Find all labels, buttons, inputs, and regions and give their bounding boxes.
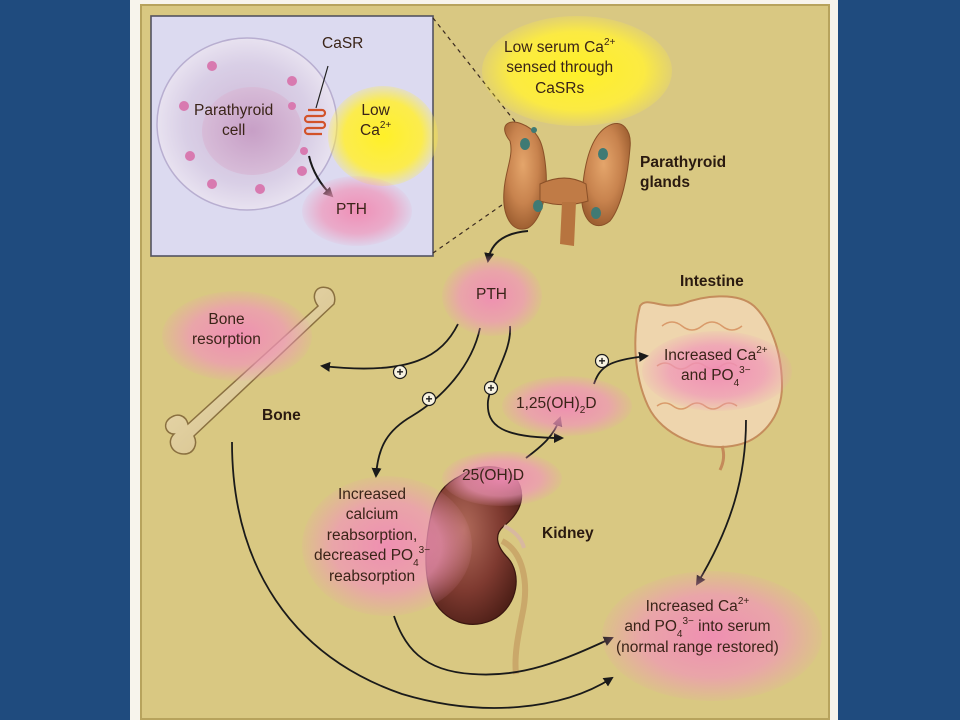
kidney-to-serum-arrow (393, 615, 614, 676)
glands-line2: glands (640, 174, 690, 192)
cell-nucleus (202, 87, 302, 175)
center-pth-label: PTH (476, 286, 507, 303)
bone-resorption-label: Bone resorption (192, 310, 261, 351)
sensed-line2: sensed through (506, 59, 614, 77)
pth-to-kidney-arrow (371, 327, 481, 478)
diagram-panel: + + + + CaSR Parathyroid cell Low Ca2+ P… (140, 4, 830, 720)
sensed-label: Low serum Ca2+ sensed through CaSRs (504, 37, 616, 99)
casr-receptor-icon (303, 108, 327, 136)
parathyroid-cell-label: Parathyroid cell (194, 101, 273, 142)
vitd-active-sub: 2 (579, 405, 586, 417)
sensed-glow (482, 16, 672, 126)
intestine-effect-glow (642, 331, 792, 411)
center-pth-glow (442, 256, 542, 336)
plus-circle-kidney (421, 391, 437, 407)
intestine-effect-line2: and PO43− (681, 365, 751, 389)
kidney-label: Kidney (542, 525, 594, 542)
intestine-to-serum-arrow (695, 419, 747, 586)
kidney-effect-line3: reabsorption, (326, 526, 418, 544)
bone-resorption-glow (162, 291, 312, 381)
intestine-effect-label: Increased Ca2+ and PO43− (664, 345, 768, 389)
inset-pth-glow (302, 176, 412, 246)
low-ca-line1: Low (361, 102, 390, 119)
serum-line1: Increased Ca2+ (645, 596, 750, 615)
bone-to-serum-arrow (231, 441, 614, 709)
plus-circle-intestine (594, 353, 610, 369)
bone-label: Bone (262, 407, 301, 424)
vitd-active-label: 1,25(OH)2D (516, 395, 597, 417)
pth-to-bone-arrow (320, 323, 459, 372)
intestine-effect-line1: Increased Ca2+ (664, 345, 768, 364)
vitd-active-glow (502, 376, 632, 436)
serum-line2-sup: 3− (682, 616, 694, 628)
kidney-effect-line5: reabsorption (328, 567, 416, 585)
plus-sign-kidney: + (425, 392, 432, 406)
glands-line1: Parathyroid (640, 154, 727, 171)
intestine-effect-line2-sub: 4 (733, 377, 740, 389)
casr-pointer (315, 65, 329, 109)
sensed-line1-sup: 2+ (603, 37, 616, 48)
plus-markers: + + + + (392, 353, 610, 407)
plus-circle-vitd (483, 380, 499, 396)
bone-resorption-line1: Bone (208, 311, 245, 328)
serum-line1-sup: 2+ (737, 596, 750, 607)
serum-line2: and PO43− into serum (624, 616, 771, 640)
low-ca-line2: Ca2+ (360, 120, 392, 140)
kidney-effect-label: Increased calcium reabsorption, decrease… (314, 485, 430, 587)
kidney-effect-line1: Increased (337, 486, 407, 503)
plus-circle-bone (392, 364, 408, 380)
sensed-line3: CaSRs (535, 79, 585, 97)
cell-label-line2: cell (222, 122, 246, 140)
low-ca-glow (328, 86, 438, 186)
kidney-effect-line4: decreased PO43− (314, 545, 431, 569)
kidney-effect-line4-sub: 4 (413, 557, 419, 569)
low-ca-sup: 2+ (379, 120, 392, 132)
casr-label: CaSR (322, 35, 364, 52)
serum-effect-label: Increased Ca2+ and PO43− into serum (nor… (616, 596, 779, 658)
parathyroid-nodules (520, 127, 608, 219)
serum-glow (602, 571, 822, 701)
inset-pth-label: PTH (336, 201, 367, 218)
serum-line3: (normal range restored) (616, 638, 779, 656)
vitd-precursor-glow (442, 451, 562, 506)
cell-granules (179, 61, 308, 194)
parathyroid-glands-label: Parathyroid glands (640, 153, 726, 194)
plus-sign-intestine: + (598, 354, 605, 368)
vitd-precursor-label: 25(OH)D (462, 467, 525, 484)
pth-to-vitd-arrow (487, 325, 564, 443)
sensed-line1: Low serum Ca2+ (504, 37, 616, 56)
kidney-effect-line2: calcium (345, 506, 399, 524)
parathyroid-glands-illustration (503, 121, 631, 246)
intestine-effect-line2-sup: 3− (739, 365, 751, 377)
intestine-label: Intestine (680, 273, 744, 290)
bone-resorption-line2: resorption (192, 331, 261, 349)
intestine-effect-line1-sup: 2+ (756, 345, 768, 356)
kidney-effect-line4-sup: 3− (418, 545, 431, 557)
plus-sign-bone: + (396, 365, 403, 379)
cell-label-line1: Parathyroid (194, 102, 274, 119)
callout-line-top (432, 17, 529, 139)
low-ca-label: Low Ca2+ (360, 101, 391, 142)
serum-line2-sub: 4 (676, 628, 683, 640)
kidney-effect-glow (302, 476, 472, 616)
plus-sign-vitd: + (487, 381, 494, 395)
